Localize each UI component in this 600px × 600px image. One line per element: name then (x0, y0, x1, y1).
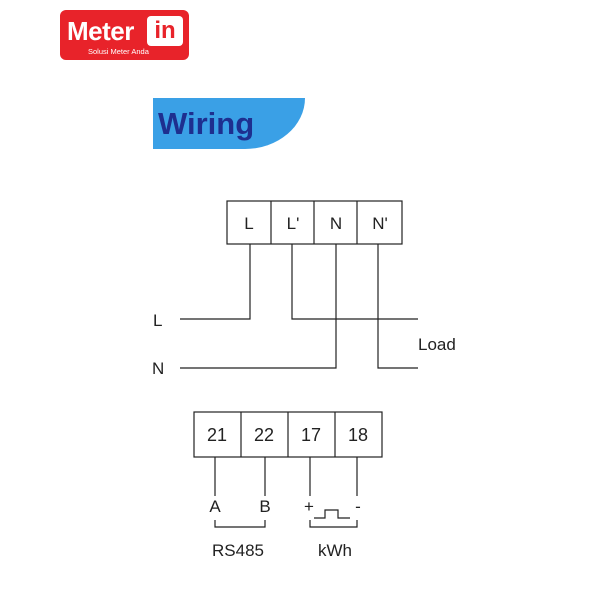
kwh-bracket (309, 520, 358, 528)
logo-word: Meter (67, 16, 134, 46)
terminal-label: N (330, 214, 342, 233)
terminal-label: N' (372, 214, 388, 233)
load-label: Load (418, 335, 456, 354)
pin-label-plus: + (304, 497, 314, 516)
terminal-label: 22 (254, 425, 274, 445)
rs485-bracket (214, 520, 266, 528)
logo-badge: in (147, 16, 183, 46)
terminal-label: 18 (348, 425, 368, 445)
pulse-icon (314, 509, 350, 519)
wire-line-in (180, 244, 251, 320)
pin-label-minus: - (355, 497, 361, 516)
wire-neutral-in (180, 244, 337, 369)
group-label-kwh: kWh (318, 541, 352, 560)
pin-label-b: B (259, 497, 270, 516)
group-label-rs485: RS485 (212, 541, 264, 560)
logo-tagline: Solusi Meter Anda (88, 47, 149, 56)
terminal-label: 21 (207, 425, 227, 445)
meterin-logo: Meter in Solusi Meter Anda (60, 10, 189, 60)
wire-neutral-out (377, 244, 418, 369)
line-label-n: N (152, 359, 164, 378)
section-title: Wiring (158, 106, 255, 141)
terminal-label: L (244, 214, 253, 233)
terminal-label: 17 (301, 425, 321, 445)
pin-label-a: A (209, 497, 221, 516)
wire-line-out (291, 244, 418, 320)
line-label-l: L (153, 311, 162, 330)
terminal-label: L' (287, 214, 300, 233)
